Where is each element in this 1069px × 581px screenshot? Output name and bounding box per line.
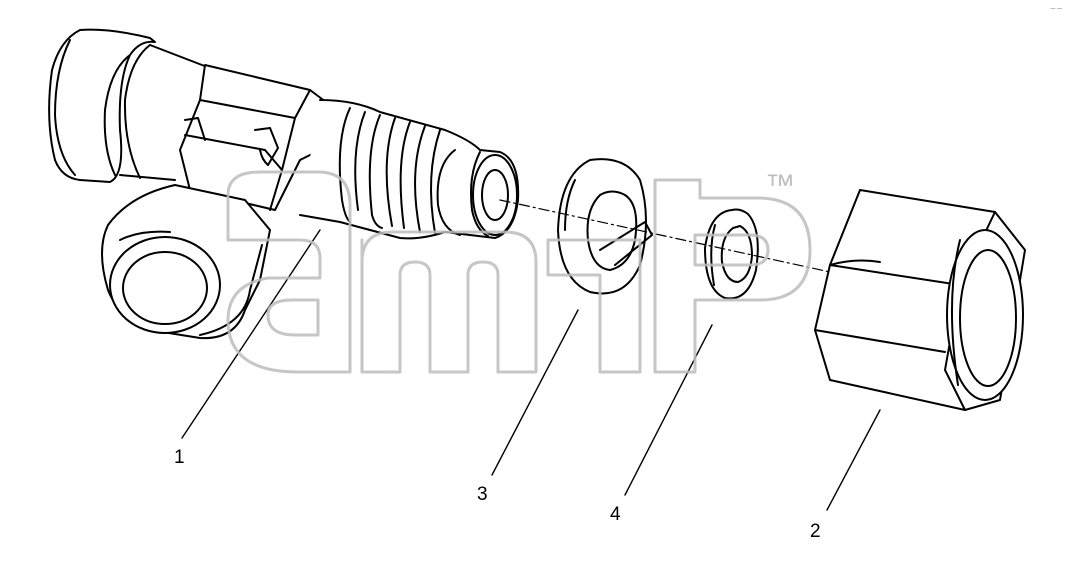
- sealing-ring: [704, 208, 759, 300]
- leader-line-2: [826, 409, 881, 511]
- callout-4: 4: [610, 504, 621, 525]
- leader-line-1: [181, 229, 321, 439]
- callout-1: 1: [174, 447, 185, 468]
- cutting-ring: [557, 158, 653, 295]
- hex-nut: [814, 189, 1026, 411]
- tee-fitting: [48, 28, 520, 340]
- leader-line-3: [491, 309, 579, 476]
- center-axis-line: [499, 199, 831, 273]
- leader-line-4: [624, 324, 713, 496]
- watermark-tm: ™: [765, 169, 795, 202]
- corner-mark: ~~: [1049, 4, 1063, 13]
- callout-2: 2: [810, 521, 821, 542]
- callout-3: 3: [477, 484, 488, 505]
- watermark-logo: [226, 170, 812, 374]
